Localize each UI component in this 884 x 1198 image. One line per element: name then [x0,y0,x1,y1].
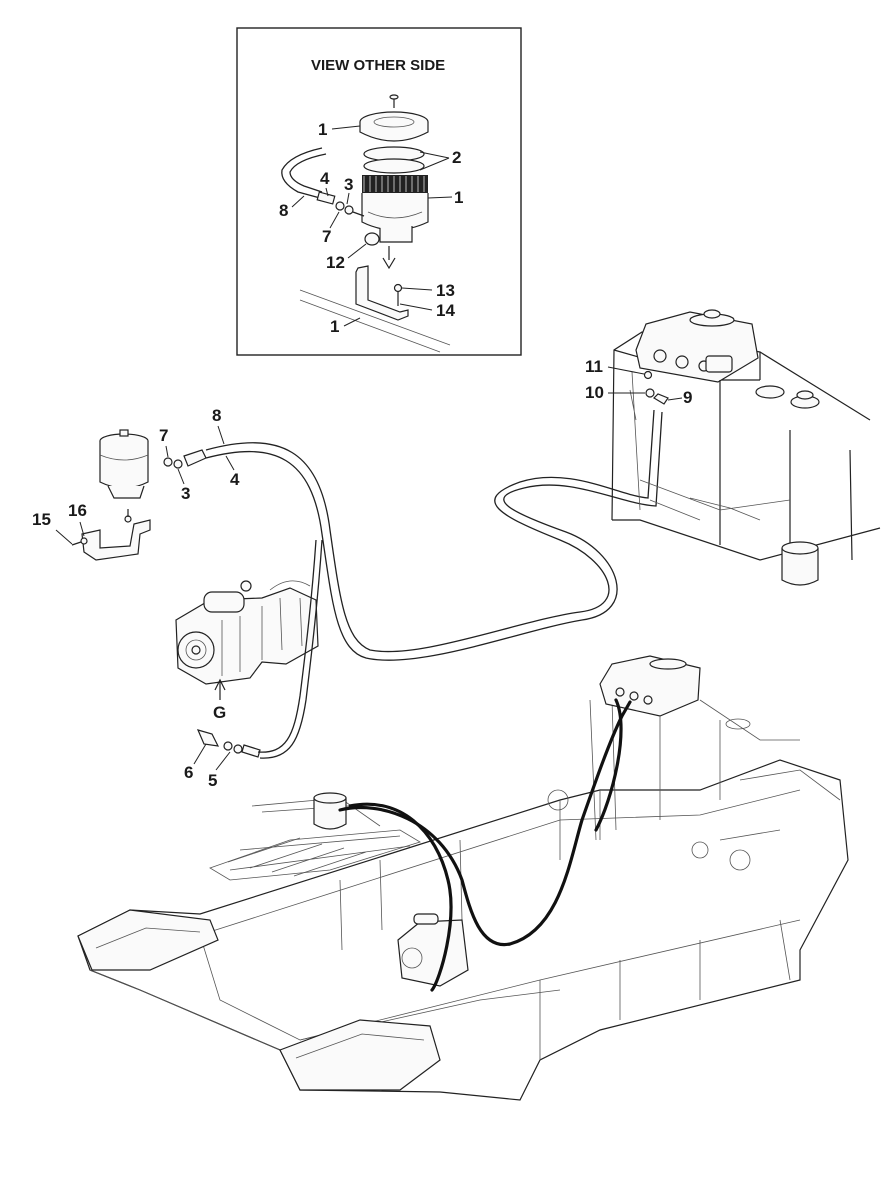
callout-G-main: G [213,703,226,722]
reservoir-assembly [99,429,149,499]
highlighted-hose-route [338,700,632,947]
inset-view-other-side: VIEW OTHER SIDE [236,27,522,356]
inset-title: VIEW OTHER SIDE [311,57,445,74]
callout-12-fitting: 12 [326,253,345,272]
callout-9-main: 9 [683,388,692,407]
main-hose-8 [205,409,663,759]
callout-4-main: 4 [230,470,240,489]
callout-1-bowl: 1 [454,188,463,207]
callout-7-fitting: 7 [322,227,331,246]
callout-5-main: 5 [208,771,217,790]
callout-15-main: 15 [32,510,51,529]
reservoir-bowl [361,175,429,243]
callout-1-cap: 1 [318,120,327,139]
mounting-bracket [355,265,409,321]
filter-elements [363,146,425,174]
hydraulic-tank-upper [611,309,881,586]
callout-3-fitting: 3 [344,175,353,194]
callout-10-main: 10 [585,383,604,402]
hydraulic-pump [175,580,319,685]
callout-4-hose: 4 [320,169,330,188]
inset-callouts: 1 2 1 4 3 8 7 12 13 14 1 [279,120,463,336]
machine-chassis [77,655,849,1101]
callout-7-main: 7 [159,426,168,445]
main-callouts: 8 7 3 4 15 16 11 10 9 G 6 5 [32,357,692,790]
callout-3-main: 3 [181,484,190,503]
callout-8-main: 8 [212,406,221,425]
pump-fittings [196,678,261,758]
callout-6-main: 6 [184,763,193,782]
fitting-12 [364,232,380,246]
up-arrow-icon [214,678,226,700]
main-fittings-7-3 [163,449,207,469]
callout-16-main: 16 [68,501,87,520]
callout-8-hose: 8 [279,201,288,220]
callout-11-main: 11 [585,357,603,376]
main-bracket-15-16 [71,509,151,561]
down-arrow-icon [382,246,396,270]
reservoir-cap [359,94,429,142]
callout-1-bracket: 1 [330,317,339,336]
callout-14-washer: 14 [436,301,455,320]
callout-13-bolt: 13 [436,281,455,300]
callout-2-filter: 2 [452,148,461,167]
